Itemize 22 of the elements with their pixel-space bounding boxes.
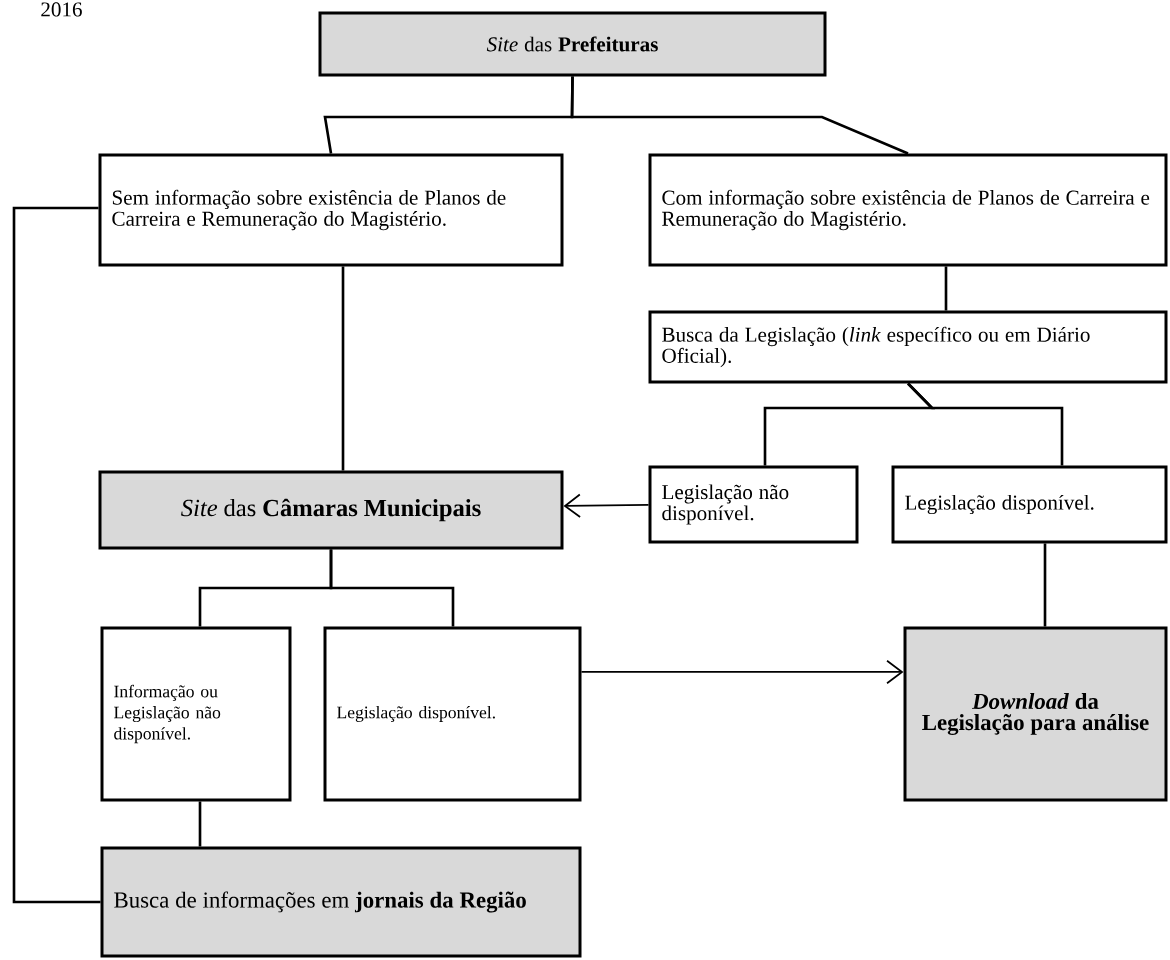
connector-line (907, 382, 1064, 466)
connector-line (570, 76, 909, 155)
process-box: Download da Legislação para análise (903, 626, 1168, 802)
process-box: Legislação disponível. (323, 626, 582, 802)
process-box: Site das Câmaras Municipais (98, 470, 564, 550)
connector-line (341, 266, 345, 471)
process-box: Legislação disponível. (891, 465, 1168, 544)
connector-line (12, 206, 101, 904)
process-box: Legislação não disponível. (648, 465, 859, 544)
process-box: Busca da Legislação (link específico ou em Diário Oficial). (648, 310, 1168, 384)
connector-line (1043, 543, 1047, 627)
process-box: Busca de informações em jornais da Região (100, 846, 582, 958)
process-box: Sem informação sobre existência de Planos de Carreira e Remuneração do Magistério. (98, 153, 564, 267)
arrow (563, 493, 650, 518)
year-label: 2016 (41, 2, 82, 17)
process-box: Site das Prefeituras (318, 11, 827, 77)
process-box: Informação ou Legislação não disponível. (100, 626, 292, 802)
arrow (580, 659, 904, 685)
connector-line (329, 549, 455, 627)
process-box: Com informação sobre existência de Planos de Carreira e Remuneração do Magistério. (648, 153, 1168, 267)
connector-line (198, 801, 202, 847)
connector-line (944, 266, 948, 311)
